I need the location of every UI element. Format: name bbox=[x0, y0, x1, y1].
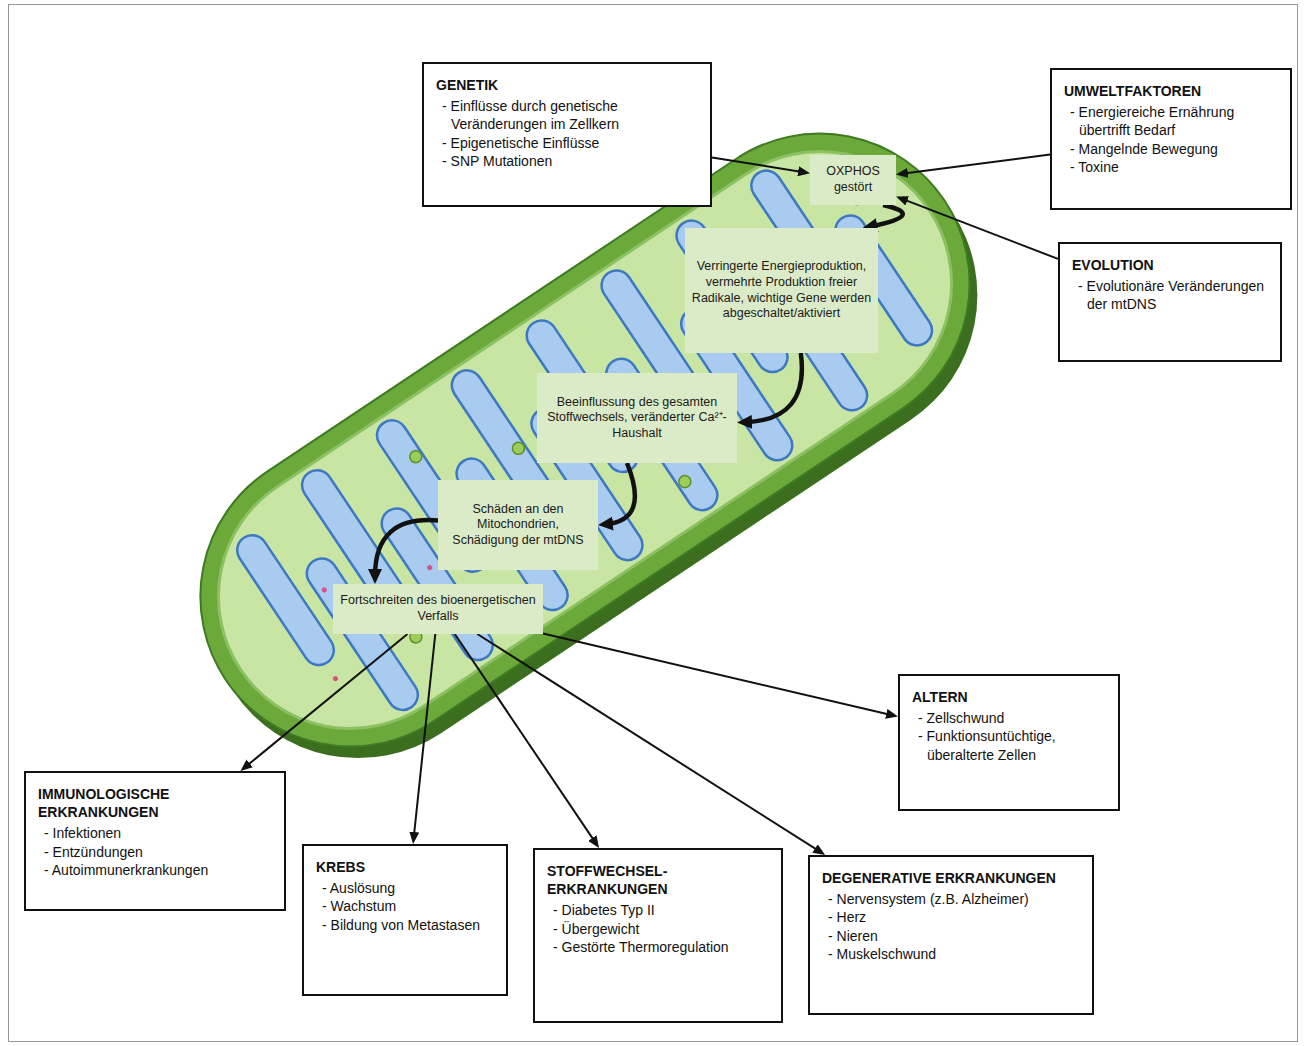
info-box: STOFFWECHSEL- ERKRANKUNGEN - Diabetes Typ… bbox=[533, 848, 783, 1023]
bullet-item: - Diabetes Typ II bbox=[547, 901, 771, 919]
connector-arrow bbox=[414, 634, 435, 836]
bullet-item: - Nieren bbox=[822, 927, 1082, 945]
granules bbox=[324, 165, 942, 662]
bullet-item: - Übergewicht bbox=[547, 920, 771, 938]
box-heading: KREBS bbox=[316, 858, 496, 876]
bullet-item: - Entzündungen bbox=[38, 843, 274, 861]
bullet-item: - Evolutionäre Veränderungen der mtDNS bbox=[1072, 277, 1270, 313]
curved-arrow bbox=[606, 463, 635, 524]
dot bbox=[332, 675, 339, 682]
box-heading: ALTERN bbox=[912, 688, 1108, 706]
bullet-item: - Energiereiche Ernährung übertrifft Bed… bbox=[1064, 103, 1280, 139]
curved-arrow bbox=[870, 205, 902, 226]
bullet-item: - Herz bbox=[822, 908, 1082, 926]
box-heading: IMMUNOLOGISCHE ERKRANKUNGEN bbox=[38, 785, 188, 821]
bullet-item: - Gestörte Thermoregulation bbox=[547, 938, 771, 956]
granule bbox=[510, 440, 527, 457]
process-step: OXPHOS gestört bbox=[810, 155, 896, 205]
curved-arrow bbox=[375, 520, 438, 576]
box-heading: DEGENERATIVE ERKRANKUNGEN bbox=[822, 869, 1082, 887]
bullet-item: - Mangelnde Bewegung bbox=[1064, 140, 1280, 158]
granule bbox=[677, 473, 694, 490]
step-text: Beeinflussung des gesamten Stoffwechsels… bbox=[543, 395, 731, 442]
box-heading: STOFFWECHSEL- ERKRANKUNGEN bbox=[547, 862, 687, 898]
step-text: OXPHOS gestört bbox=[816, 164, 890, 195]
bullet-item: - Autoimmunerkrankungen bbox=[38, 861, 274, 879]
box-heading: GENETIK bbox=[436, 76, 700, 94]
bullet-item: - Nervensystem (z.B. Alzheimer) bbox=[822, 890, 1082, 908]
info-box: UMWELTFAKTOREN - Energiereiche Ernährung … bbox=[1050, 68, 1292, 210]
process-step: Beeinflussung des gesamten Stoffwechsels… bbox=[537, 373, 737, 463]
bullet-item: - Epigenetische Einflüsse bbox=[436, 134, 700, 152]
process-step: Verringerte Energieproduktion, vermehrte… bbox=[685, 228, 878, 353]
connector-arrow bbox=[712, 158, 802, 172]
info-box: KREBS - Auslösung- Wachstum- Bildung von … bbox=[302, 844, 508, 996]
cristae bbox=[221, 140, 947, 741]
step-text: Schäden an den Mitochondrien, Schädigung… bbox=[444, 502, 592, 549]
dot bbox=[426, 564, 433, 571]
info-box: IMMUNOLOGISCHE ERKRANKUNGEN - Infektionen… bbox=[24, 771, 286, 911]
bullet-item: - Einflüsse durch genetische Veränderung… bbox=[436, 97, 700, 133]
figure-frame bbox=[9, 5, 1298, 1042]
bullet-item: - Bildung von Metastasen bbox=[316, 916, 496, 934]
bullet-item: - SNP Mutationen bbox=[436, 152, 700, 170]
info-box: DEGENERATIVE ERKRANKUNGEN - Nervensystem … bbox=[808, 855, 1094, 1015]
process-step: Schäden an den Mitochondrien, Schädigung… bbox=[438, 480, 598, 570]
connector-arrow bbox=[477, 634, 818, 851]
bullet-item: - Auslösung bbox=[316, 879, 496, 897]
process-step: Fortschreiten des bioenergetischen Verfa… bbox=[333, 584, 543, 634]
connector-arrow bbox=[904, 199, 1059, 259]
bullet-item: - Toxine bbox=[1064, 158, 1280, 176]
box-heading: EVOLUTION bbox=[1072, 256, 1270, 274]
info-box: GENETIK - Einflüsse durch genetische Verä… bbox=[422, 62, 712, 207]
dot bbox=[321, 586, 328, 593]
bullet-item: - Infektionen bbox=[38, 824, 274, 842]
bullet-item: - Muskelschwund bbox=[822, 945, 1082, 963]
bullet-item: - Funktionsuntüchtige, überalterte Zelle… bbox=[912, 727, 1108, 763]
info-box: EVOLUTION - Evolutionäre Veränderungen de… bbox=[1058, 242, 1282, 362]
connector-arrow bbox=[543, 634, 890, 715]
info-box: ALTERN - Zellschwund- Funktionsuntüchtige… bbox=[898, 674, 1120, 811]
bullet-item: - Zellschwund bbox=[912, 709, 1108, 727]
connector-arrow bbox=[247, 634, 408, 766]
bullet-item: - Wachstum bbox=[316, 897, 496, 915]
curved-arrow bbox=[745, 353, 802, 422]
granule bbox=[407, 448, 424, 465]
step-text: Verringerte Energieproduktion, vermehrte… bbox=[691, 259, 872, 322]
connector-arrow bbox=[904, 155, 1050, 174]
step-text: Fortschreiten des bioenergetischen Verfa… bbox=[339, 593, 537, 624]
box-heading: UMWELTFAKTOREN bbox=[1064, 82, 1280, 100]
